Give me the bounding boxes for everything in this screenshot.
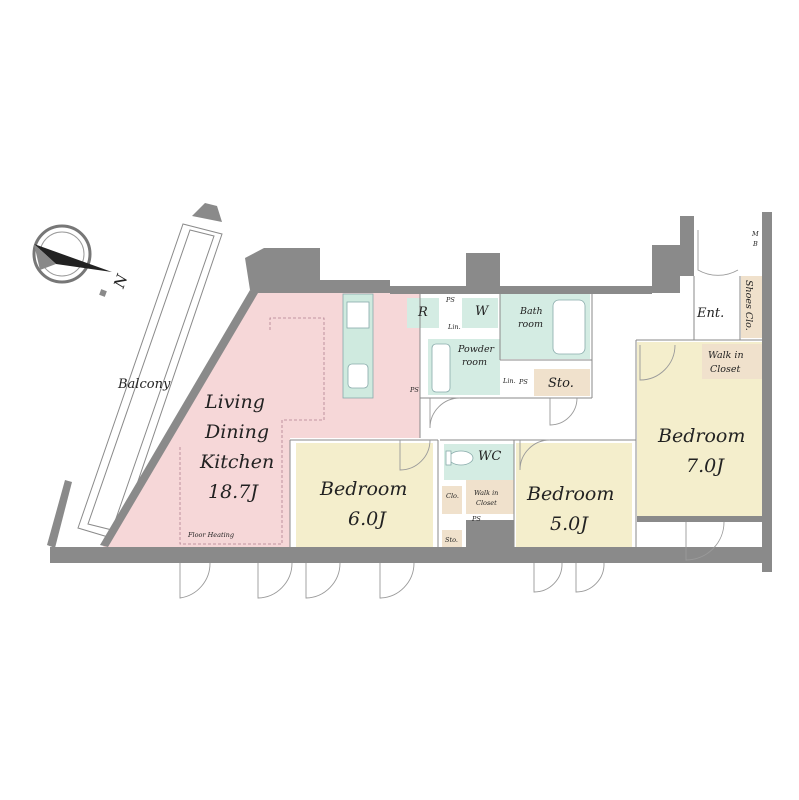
room-fills <box>103 276 762 548</box>
compass-needle-icon <box>34 244 112 272</box>
bed-c-south-door-icon <box>685 521 725 561</box>
ps-label-4: PS <box>471 515 481 523</box>
linen-label-2: Lin. <box>502 377 516 385</box>
toilet-tank-icon <box>445 450 452 466</box>
south-door-6-icon <box>575 562 605 593</box>
south-door-2-icon <box>257 562 293 599</box>
compass-ring <box>32 224 92 284</box>
closet-area <box>442 486 462 514</box>
bedroom-b-name: Bedroom <box>526 483 614 505</box>
balcony: Balcony <box>47 203 223 548</box>
bedroom-b-area <box>516 443 632 547</box>
south-door-3-icon <box>305 562 341 599</box>
core-door-icon <box>429 397 461 429</box>
powder-vanity-icon <box>431 343 451 393</box>
powder-label-1: Powder <box>457 344 496 355</box>
north-wall-left <box>245 248 390 293</box>
stove-icon <box>346 301 370 329</box>
south-door-5-icon <box>533 562 563 593</box>
washer-area <box>462 298 498 328</box>
bedroom-b-size: 5.0J <box>550 513 589 535</box>
labels: Living Dining Kitchen 18.7J Floor Heatin… <box>187 230 759 544</box>
balcony-label: Balcony <box>117 377 171 392</box>
storage-door-icon <box>549 397 578 426</box>
walls <box>50 212 772 572</box>
bath-label-2: room <box>518 319 543 330</box>
ldk-area <box>103 293 420 547</box>
ldk-label-dining: Dining <box>204 421 269 443</box>
bedroom-c-name: Bedroom <box>657 425 745 447</box>
south-pillar <box>466 520 514 550</box>
floor-heating-label: Floor Heating <box>187 531 234 539</box>
bedroom-c-south-wall <box>637 516 772 522</box>
ldk-diagonal-wall <box>100 290 258 547</box>
sink-icon <box>347 363 369 389</box>
south-wall <box>50 547 772 563</box>
ps-label-1: PS <box>445 296 455 304</box>
walkin-small-label-2: Closet <box>476 499 497 507</box>
ldk-size: 18.7J <box>208 481 259 503</box>
north-wall-mid <box>390 286 652 294</box>
linen-label-1: Lin. <box>447 323 461 331</box>
bathtub-icon <box>552 299 586 355</box>
shoes-closet-area <box>741 276 762 338</box>
powder-label-2: room <box>462 357 487 368</box>
entrance-label: Ent. <box>696 306 724 321</box>
compass-tail-icon <box>34 244 56 270</box>
shoes-closet-label: Shoes Clo. <box>743 280 754 331</box>
partitions <box>289 276 764 547</box>
storage-area <box>534 369 590 396</box>
north-pillar-a <box>466 253 500 293</box>
north-pillar-b <box>652 245 680 293</box>
walkin-small-area <box>466 480 514 514</box>
bedroom-a-size: 6.0J <box>348 508 387 530</box>
mb-label-2: B <box>752 240 758 248</box>
ldk-label-living: Living <box>204 391 265 413</box>
south-door-4-icon <box>379 562 415 599</box>
floor-heating-outline <box>179 317 325 545</box>
ps-label-2: PS <box>409 386 419 394</box>
ps-label-3: PS <box>518 378 528 386</box>
balcony-end-wall-lower <box>47 480 72 548</box>
ldk-label-kitchen: Kitchen <box>199 451 274 473</box>
walkin-large-label-1: Walk in <box>708 350 744 361</box>
walkin-large-area <box>702 344 762 379</box>
south-door-1-icon <box>179 562 211 599</box>
bed-c-door-icon <box>639 344 676 381</box>
fridge-label: R <box>417 305 428 320</box>
mb-label-1: M <box>751 230 759 238</box>
bedroom-c-size: 7.0J <box>686 455 725 477</box>
ldk-west-wall <box>99 289 107 297</box>
closet-label: Clo. <box>446 492 459 500</box>
compass: N <box>32 224 132 291</box>
storage-label: Sto. <box>548 376 574 391</box>
wc-label: WC <box>478 449 501 464</box>
bed-b-door-icon <box>519 439 551 471</box>
bed-a-door-icon <box>399 439 431 471</box>
north-pillar-c <box>680 216 694 276</box>
bath-label-1: Bath <box>519 306 543 317</box>
balcony-end-wall <box>192 203 222 222</box>
compass-north-label: N <box>110 271 132 291</box>
doors <box>179 230 739 599</box>
washer-label: W <box>475 304 490 319</box>
east-pillar <box>762 212 772 572</box>
walkin-small-label-1: Walk in <box>474 489 498 497</box>
fixtures <box>179 293 586 545</box>
toilet-icon <box>448 450 474 466</box>
fridge-area <box>407 298 439 328</box>
entrance-door-icon <box>697 230 739 276</box>
storage-small-label: Sto. <box>445 536 458 544</box>
bedroom-a-name: Bedroom <box>319 478 407 500</box>
walkin-large-label-2: Closet <box>710 364 741 375</box>
storage-small-area <box>442 530 462 548</box>
bedroom-a-area <box>296 443 433 547</box>
